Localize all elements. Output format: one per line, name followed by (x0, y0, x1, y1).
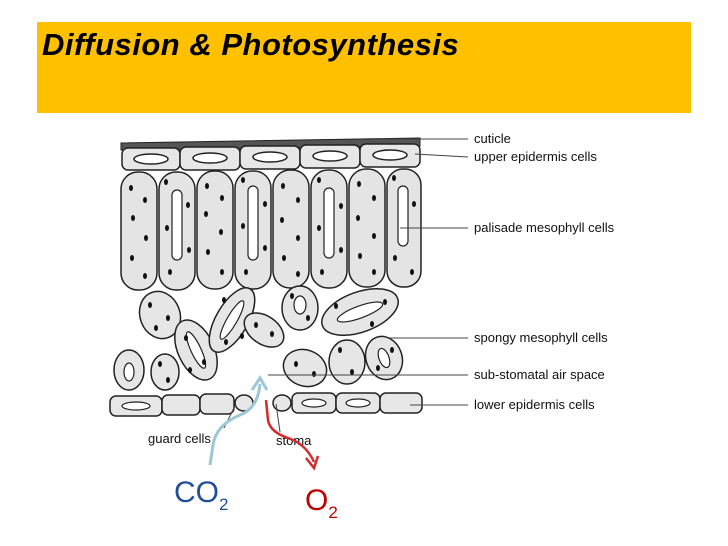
co2-arrowhead-icon (250, 375, 269, 391)
slide-title: Diffusion & Photosynthesis (42, 27, 460, 62)
spongy-layer (113, 285, 404, 391)
label-sub-stomatal: sub-stomatal air space (474, 367, 605, 382)
co2-arrow-icon (208, 383, 262, 466)
chloroplast-dots (129, 175, 416, 279)
palisade-layer (120, 168, 422, 291)
label-lower-epidermis: lower epidermis cells (474, 397, 595, 412)
label-spongy: spongy mesophyll cells (474, 330, 608, 345)
leader-lines (223, 138, 469, 433)
o2-label: O2 (305, 484, 338, 522)
lower-epidermis (109, 392, 423, 417)
co2-label: CO2 (174, 476, 228, 514)
o2-arrow-icon (264, 399, 316, 463)
label-cuticle: cuticle (474, 131, 511, 146)
spongy-chloroplast-dots (148, 293, 394, 383)
label-upper-epidermis: upper epidermis cells (474, 149, 597, 164)
upper-epidermis (121, 143, 421, 171)
title-banner (37, 22, 691, 113)
o2-arrowhead-icon (305, 455, 320, 471)
label-guard-cells: guard cells (148, 431, 211, 446)
label-palisade: palisade mesophyll cells (474, 220, 615, 235)
